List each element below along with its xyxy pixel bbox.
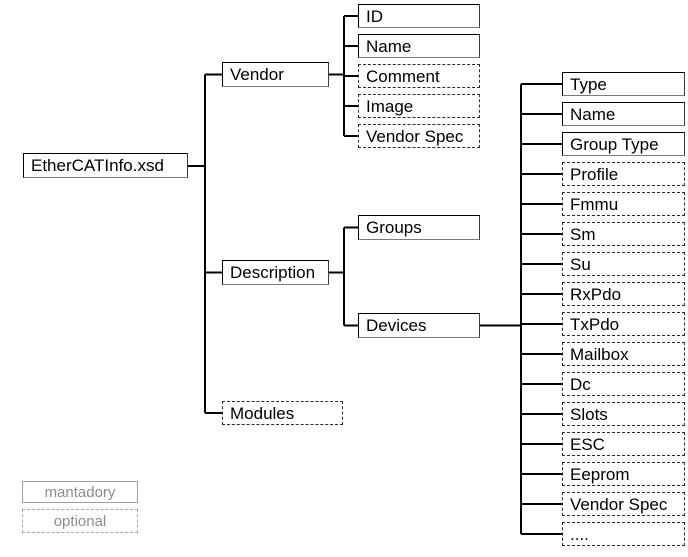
node-label: Vendor Spec bbox=[570, 494, 668, 514]
node-label: Description bbox=[230, 263, 316, 282]
node-device-fmmu[interactable]: Fmmu bbox=[562, 192, 685, 216]
node-device-esc[interactable]: ESC bbox=[562, 432, 685, 456]
node-label: Comment bbox=[366, 66, 440, 86]
node-label: Sm bbox=[570, 224, 596, 244]
node-device-eeprom[interactable]: Eeprom bbox=[562, 462, 685, 486]
node-root[interactable]: EtherCATInfo.xsd bbox=[23, 153, 188, 178]
node-device-slots[interactable]: Slots bbox=[562, 402, 685, 426]
node-vendor-image[interactable]: Image bbox=[358, 94, 480, 118]
node-label: ESC bbox=[570, 434, 605, 454]
legend-mandatory: mantadory bbox=[22, 481, 138, 503]
node-label: RxPdo bbox=[570, 284, 622, 304]
node-device-su[interactable]: Su bbox=[562, 252, 685, 276]
node-device-txpdo[interactable]: TxPdo bbox=[562, 312, 685, 336]
node-device-profile[interactable]: Profile bbox=[562, 162, 685, 186]
node-vendor-comment[interactable]: Comment bbox=[358, 64, 480, 88]
node-label: Dc bbox=[570, 374, 591, 394]
node-device-vendor-spec[interactable]: Vendor Spec bbox=[562, 492, 685, 516]
node-device-group-type[interactable]: Group Type bbox=[562, 132, 685, 156]
node-label: Vendor Spec bbox=[366, 126, 464, 146]
node-label: Eeprom bbox=[570, 464, 630, 484]
node-vendor-name[interactable]: Name bbox=[358, 34, 480, 58]
node-device-rxpdo[interactable]: RxPdo bbox=[562, 282, 685, 306]
node-label: Name bbox=[366, 36, 412, 56]
node-label: Name bbox=[570, 104, 616, 124]
node-label: Type bbox=[570, 74, 607, 94]
node-label: Mailbox bbox=[570, 344, 629, 364]
node-vendor[interactable]: Vendor bbox=[222, 62, 329, 87]
node-label: Vendor bbox=[230, 65, 284, 84]
legend-optional: optional bbox=[22, 509, 138, 533]
node-vendor-vendor-spec[interactable]: Vendor Spec bbox=[358, 124, 480, 148]
node-modules[interactable]: Modules bbox=[222, 401, 343, 425]
node-label: Su bbox=[570, 254, 591, 274]
node-device-type[interactable]: Type bbox=[562, 72, 685, 96]
legend-label: optional bbox=[53, 512, 107, 530]
node-groups[interactable]: Groups bbox=[358, 215, 480, 240]
node-label: Group Type bbox=[570, 134, 659, 154]
node-device-dc[interactable]: Dc bbox=[562, 372, 685, 396]
node-label: Profile bbox=[570, 164, 619, 184]
node-device-mailbox[interactable]: Mailbox bbox=[562, 342, 685, 366]
node-label: Groups bbox=[366, 218, 422, 237]
node-label: EtherCATInfo.xsd bbox=[31, 156, 164, 175]
node-device-sm[interactable]: Sm bbox=[562, 222, 685, 246]
node-label: Fmmu bbox=[570, 194, 619, 214]
node-description[interactable]: Description bbox=[222, 260, 329, 285]
node-device-name[interactable]: Name bbox=[562, 102, 685, 126]
node-label: Slots bbox=[570, 404, 608, 424]
legend-label: mantadory bbox=[44, 483, 116, 501]
node-label: ID bbox=[366, 6, 383, 26]
node-label: .... bbox=[570, 524, 589, 544]
node-device-more[interactable]: .... bbox=[562, 522, 685, 546]
node-label: TxPdo bbox=[570, 314, 620, 334]
node-label: Devices bbox=[366, 316, 427, 335]
node-vendor-id[interactable]: ID bbox=[358, 4, 480, 28]
node-label: Modules bbox=[230, 403, 295, 423]
node-label: Image bbox=[366, 96, 414, 116]
node-devices[interactable]: Devices bbox=[358, 313, 480, 338]
